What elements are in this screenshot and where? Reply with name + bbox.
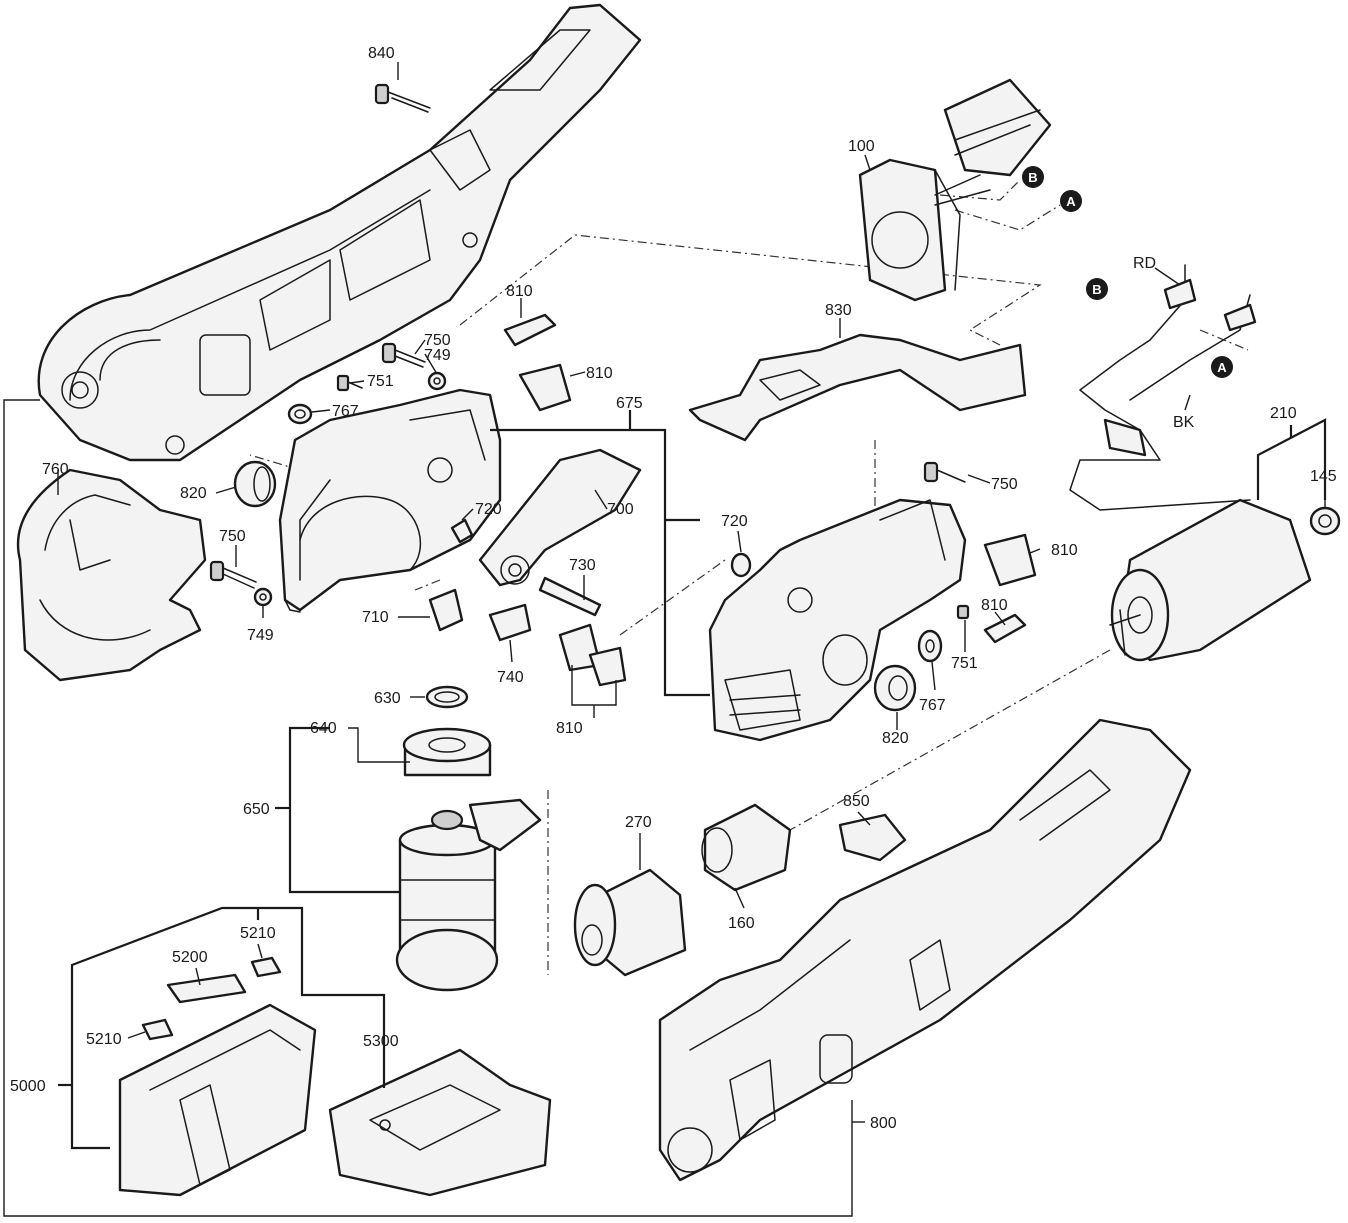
- svg-text:B: B: [1092, 282, 1101, 297]
- spindle-assembly: [395, 685, 542, 992]
- label-5210: 5210: [240, 925, 276, 942]
- bracket-830: [688, 333, 1027, 442]
- electronics-module-100: [858, 78, 1052, 302]
- gear-housing-left: [278, 388, 502, 613]
- label-5210: 5210: [86, 1031, 122, 1048]
- carry-case-5000: [118, 956, 317, 1197]
- label-630: 630: [374, 690, 401, 707]
- lower-housing-800: [658, 718, 1192, 1182]
- motor-210: [1109, 498, 1341, 662]
- pads-810-top: [503, 313, 572, 412]
- pad-850: [838, 813, 907, 862]
- label-640: 640: [310, 720, 337, 737]
- label-810: 810: [556, 720, 583, 737]
- label-840: 840: [368, 45, 395, 62]
- label-5300: 5300: [363, 1033, 399, 1050]
- connector-marker-b-harness: B: [1086, 278, 1108, 300]
- assembly-guide-lines: [249, 179, 1249, 975]
- coupling-160: [701, 803, 792, 892]
- case-insert-5300: [328, 1048, 552, 1197]
- screws-left: [209, 560, 273, 607]
- label-650: 650: [243, 801, 270, 818]
- label-270: 270: [625, 814, 652, 831]
- label-100: 100: [848, 138, 875, 155]
- label-740: 740: [497, 669, 524, 686]
- gear-housing-right: [708, 498, 967, 742]
- label-160: 160: [728, 915, 755, 932]
- label-720: 720: [721, 513, 748, 530]
- label-810: 810: [506, 283, 533, 300]
- svg-text:A: A: [1066, 194, 1076, 209]
- label-675: 675: [616, 395, 643, 412]
- label-760: 760: [42, 461, 69, 478]
- label-rd: RD: [1133, 255, 1156, 272]
- label-820: 820: [882, 730, 909, 747]
- label-750: 750: [991, 476, 1018, 493]
- ring-767-left: [287, 403, 313, 425]
- label-830: 830: [825, 302, 852, 319]
- connector-marker-b-top: B: [1022, 166, 1044, 188]
- screw-840: [374, 83, 431, 113]
- label-751: 751: [367, 373, 394, 390]
- label-810: 810: [586, 365, 613, 382]
- connector-marker-a-top: A: [1060, 190, 1082, 212]
- label-810: 810: [981, 597, 1008, 614]
- svg-text:B: B: [1028, 170, 1037, 185]
- connector-marker-a-harness: A: [1211, 356, 1233, 378]
- label-810: 810: [1051, 542, 1078, 559]
- label-210: 210: [1270, 405, 1297, 422]
- label-5000: 5000: [10, 1078, 46, 1095]
- label-720: 720: [475, 501, 502, 518]
- inner-parts: [428, 448, 642, 687]
- screws-top: [336, 342, 447, 392]
- front-cap-760: [17, 468, 207, 682]
- label-710: 710: [362, 609, 389, 626]
- label-bk: BK: [1173, 414, 1195, 431]
- label-145: 145: [1310, 468, 1337, 485]
- label-749: 749: [247, 627, 274, 644]
- part-labels: 840 100 810 810 830 750 749 751 767 675 …: [10, 45, 1337, 1132]
- label-5200: 5200: [172, 949, 208, 966]
- label-767: 767: [919, 697, 946, 714]
- right-small-parts: [730, 461, 1037, 712]
- label-820: 820: [180, 485, 207, 502]
- label-800: 800: [870, 1115, 897, 1132]
- svg-text:A: A: [1217, 360, 1227, 375]
- label-751: 751: [951, 655, 978, 672]
- label-749: 749: [424, 347, 451, 364]
- gear-270: [573, 868, 687, 977]
- leader-lines: [3, 62, 1327, 1217]
- label-750: 750: [424, 332, 451, 349]
- label-750: 750: [219, 528, 246, 545]
- label-850: 850: [843, 793, 870, 810]
- bumper-820-left: [233, 460, 277, 508]
- upper-housing-half: [37, 3, 642, 462]
- label-700: 700: [607, 501, 634, 518]
- wiring-harness: [1069, 264, 1257, 511]
- label-730: 730: [569, 557, 596, 574]
- label-767: 767: [332, 403, 359, 420]
